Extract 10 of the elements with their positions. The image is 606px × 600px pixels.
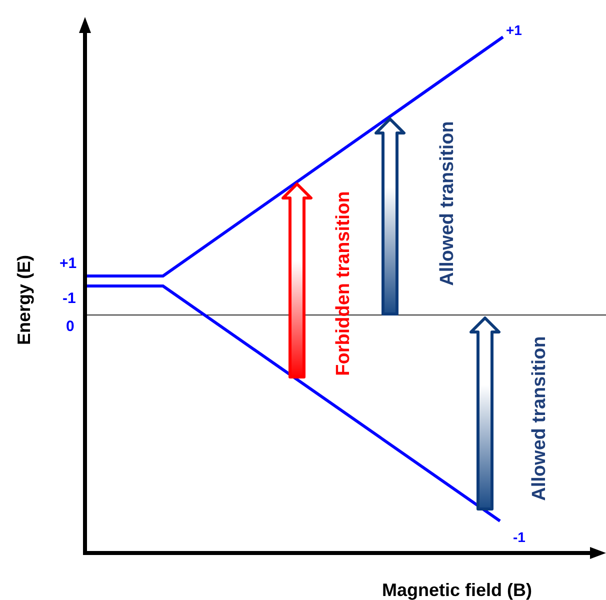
level-value: -1: [62, 290, 76, 306]
transition-label: Allowed transition: [529, 336, 548, 500]
level-value: -1: [513, 530, 526, 544]
axis-title: Magnetic field (B): [382, 581, 532, 599]
transition-label: Forbidden transition: [333, 190, 352, 376]
axis-title: Energy (E): [15, 254, 34, 346]
transition-label: Allowed transition: [437, 120, 456, 286]
level-value: 0: [66, 318, 74, 334]
level-value: +1: [60, 256, 77, 270]
level-value: +1: [506, 23, 522, 37]
